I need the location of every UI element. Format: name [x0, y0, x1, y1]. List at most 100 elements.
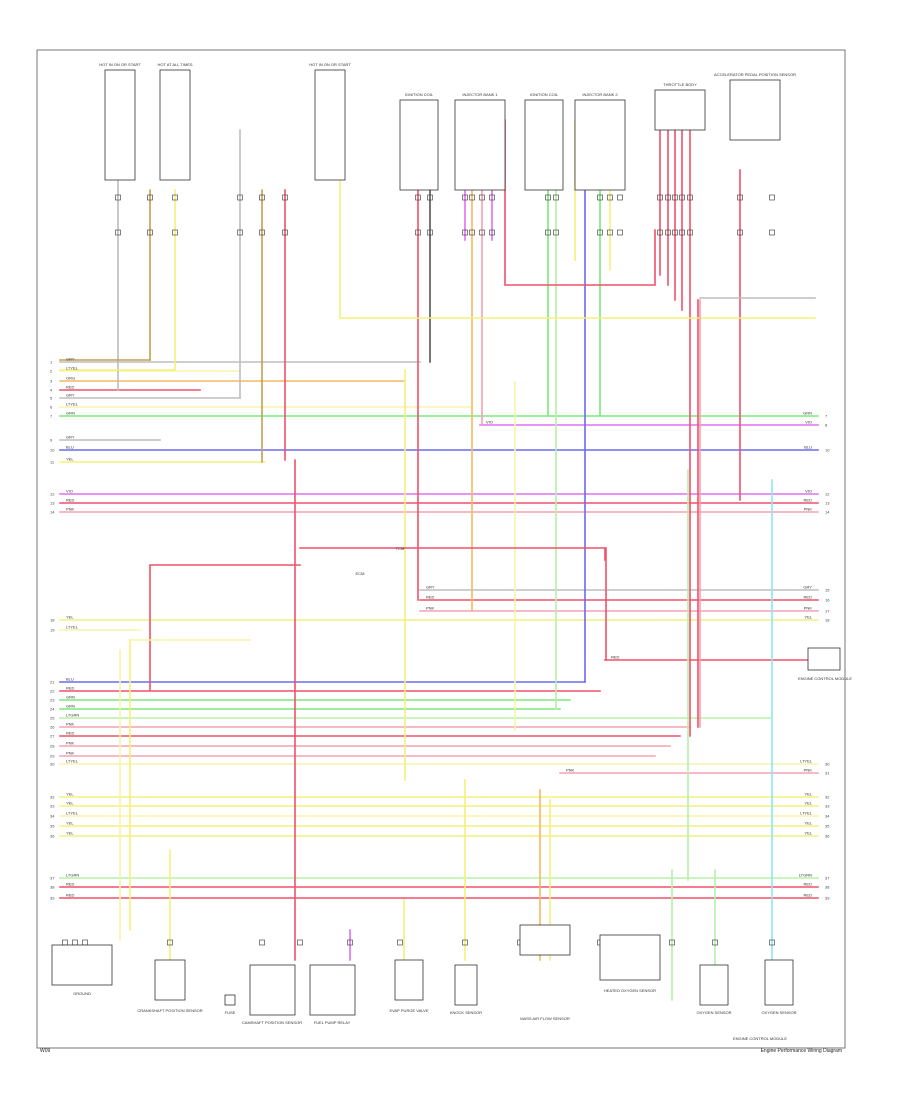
- connector-mid-6: [282, 229, 288, 236]
- pin-left-22: 22: [50, 689, 55, 694]
- connector-top-4: [237, 194, 243, 201]
- wire-code-right-17: PNK: [804, 606, 813, 611]
- connector-mid-18: [657, 229, 663, 236]
- component-c1-box: [104, 69, 136, 181]
- label-b9: OXYGEN SENSOR: [696, 1010, 731, 1015]
- wire-code-left-13: RED: [66, 498, 75, 503]
- pin-left-3: 3: [50, 379, 53, 384]
- wires-layer: [59, 99, 819, 1001]
- connector-bottom-9: [462, 939, 468, 946]
- wire-code-left-4: RED: [66, 385, 75, 390]
- pin-left-4: 4: [50, 388, 53, 393]
- connector-top-16: [607, 194, 613, 201]
- connector-mid-7: [415, 229, 421, 236]
- pin-right-10: 10: [825, 448, 830, 453]
- label-c9: ACCELERATOR PEDAL POSITION SENSOR: [714, 72, 796, 77]
- pin-right-39: 39: [825, 896, 830, 901]
- connector-bottom-4: [167, 939, 173, 946]
- component-b4-box: [309, 964, 356, 1016]
- right-module-box: [807, 647, 841, 671]
- wire-code-left-24: GRN: [66, 704, 75, 709]
- diagram-frame: [36, 49, 846, 1049]
- connector-bottom-17: [712, 939, 718, 946]
- connector-bottom-8: [397, 939, 403, 946]
- pin-right-12: 12: [825, 492, 830, 497]
- wire-code-left-11: YEL: [66, 457, 74, 462]
- pin-right-17: 17: [825, 609, 830, 614]
- connector-top-21: [679, 194, 685, 201]
- label-c7: INJECTOR BANK 2: [582, 92, 618, 97]
- wire-code-left-36: YEL: [66, 831, 74, 836]
- connector-mid-17: [617, 229, 623, 236]
- wire-code-right-33: YEL: [804, 801, 812, 806]
- connector-mid-14: [553, 229, 559, 236]
- connector-mid-3: [172, 229, 178, 236]
- wire-code-left-37: LTGRN: [66, 873, 79, 878]
- connector-top-22: [687, 194, 693, 201]
- wire-code-right-39: RED: [804, 893, 813, 898]
- label-b1: CRANKSHAFT POSITION SENSOR: [137, 1008, 202, 1013]
- connector-top-3: [172, 194, 178, 201]
- wire-code-left-15: GRY: [426, 585, 435, 590]
- pin-left-29: 29: [50, 754, 55, 759]
- label-c4: IGNITION COIL: [405, 92, 434, 97]
- pin-left-13: 13: [50, 501, 55, 506]
- label-r1: ENGINE CONTROL MODULE: [798, 676, 852, 681]
- pin-left-36: 36: [50, 834, 55, 839]
- wire-code-right-36: YEL: [804, 831, 812, 836]
- connector-mid-21: [679, 229, 685, 236]
- wire-code-right-30: LTYEL: [800, 759, 813, 764]
- connector-mid-15: [597, 229, 603, 236]
- pin-left-25: 25: [50, 716, 55, 721]
- pin-right-35: 35: [825, 824, 830, 829]
- component-c9-box: [729, 79, 781, 141]
- connector-top-20: [672, 194, 678, 201]
- label-m2: ECM: [356, 571, 365, 576]
- label-m1: TCM: [396, 546, 405, 551]
- wire-code-left-32: YEL: [66, 792, 74, 797]
- wire-code-right-18: YEL: [804, 615, 812, 620]
- wire-code-left-17: PNK: [426, 606, 435, 611]
- pin-right-32: 32: [825, 795, 830, 800]
- wire-code-left-31: PNK: [566, 768, 575, 773]
- component-b1-box: [154, 959, 186, 1001]
- wire-82-red: [149, 564, 301, 691]
- wire-code-left-22: RED: [66, 686, 75, 691]
- connector-bottom-16: [669, 939, 675, 946]
- wire-code-left-3: ORG: [66, 376, 75, 381]
- pin-left-32: 32: [50, 795, 55, 800]
- connector-top-11: [479, 194, 485, 201]
- wire-code-left-34: LTYEL: [66, 811, 79, 816]
- label-c8: THROTTLE BODY: [663, 82, 697, 87]
- pin-left-39: 39: [50, 896, 55, 901]
- wire-code-left-35: YEL: [66, 821, 74, 826]
- wire-code-right-32: YEL: [804, 792, 812, 797]
- pin-left-38: 38: [50, 885, 55, 890]
- wire-code-left-14: PNK: [66, 507, 75, 512]
- component-c4-box: [399, 99, 439, 191]
- label-c1: HOT IN ON OR START: [99, 62, 141, 67]
- pin-right-37: 37: [825, 876, 830, 881]
- wire-code-left-10: BLU: [66, 445, 74, 450]
- wire-code-left-21: BLU: [66, 677, 74, 682]
- connector-mid-22: [687, 229, 693, 236]
- wire-code-right-34: LTYEL: [800, 811, 813, 816]
- footer-left-text: W09: [40, 1048, 51, 1054]
- component-c7-box: [574, 99, 626, 191]
- pin-left-26: 26: [50, 725, 55, 730]
- component-b3-box: [224, 994, 236, 1006]
- component-b2-box: [249, 964, 296, 1016]
- connector-mid-1: [115, 229, 121, 236]
- wire-code-left-27: RED: [66, 731, 75, 736]
- pin-right-31: 31: [825, 771, 830, 776]
- wire-code-right-16: RED: [804, 595, 813, 600]
- wire-code-left-9: GRY: [66, 435, 75, 440]
- wire-code-left-23: GRN: [66, 695, 75, 700]
- connector-top-15: [597, 194, 603, 201]
- pin-left-10: 10: [50, 448, 55, 453]
- component-b10-box: [764, 959, 794, 1006]
- wire-code-left-25: LTGRN: [66, 713, 79, 718]
- connector-top-10: [469, 194, 475, 201]
- wire-code-left-1: GRY: [66, 357, 75, 362]
- connector-mid-8: [427, 229, 433, 236]
